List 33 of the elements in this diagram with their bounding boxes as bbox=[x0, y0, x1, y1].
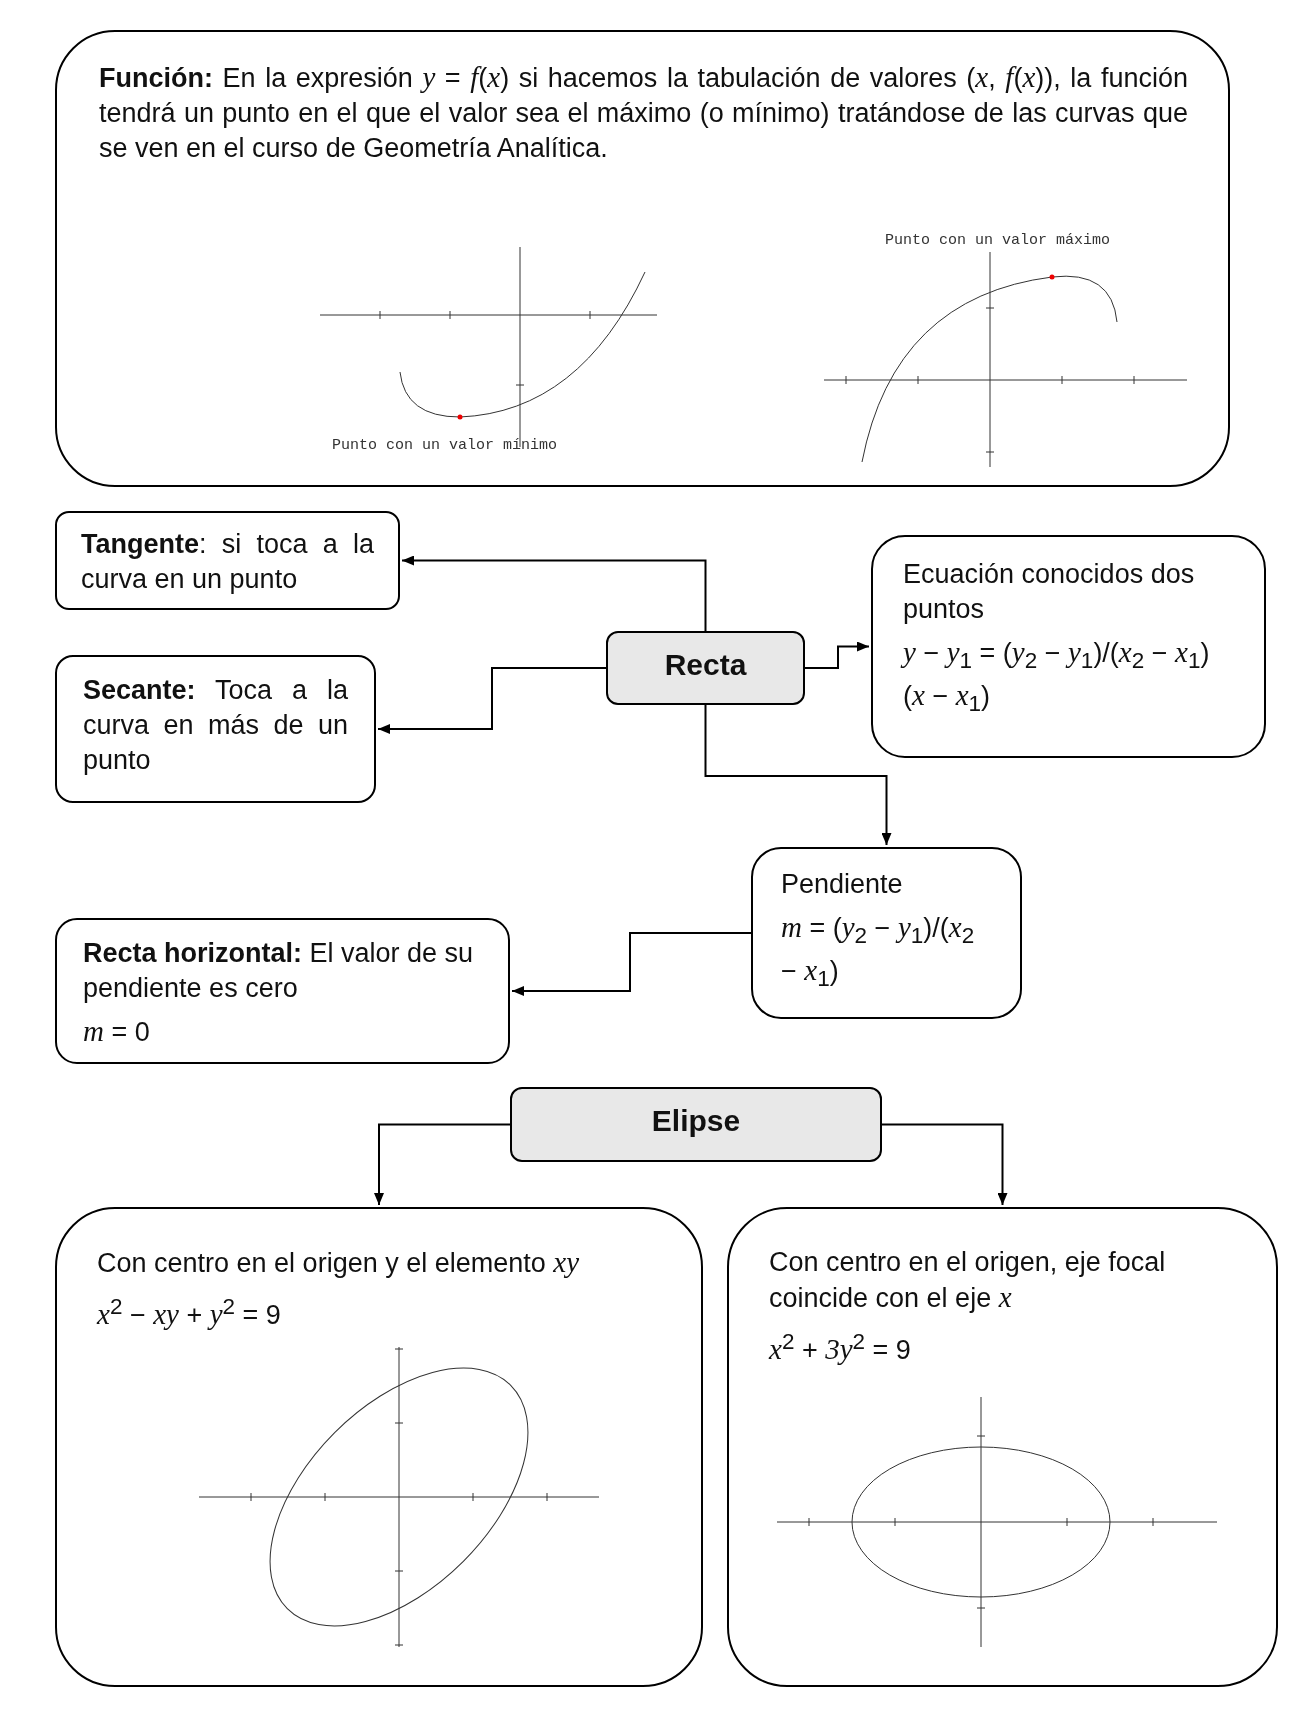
rounded-box bbox=[55, 1207, 703, 1687]
plot-caption: Punto con un valor mínimo bbox=[332, 437, 558, 454]
formula: x$^{2}$ + 3y$^{2}$ = 9 bbox=[769, 1328, 912, 1367]
description-text: Con centro en el origen, eje focal coincide con el eje x bbox=[769, 1246, 1167, 1315]
rounded-box bbox=[751, 847, 1022, 1019]
arrow bbox=[401, 555, 707, 632]
process-box bbox=[510, 1087, 882, 1162]
description-text: Pendiente bbox=[781, 868, 904, 901]
arrow bbox=[374, 1123, 511, 1206]
description-text: Secante: Toca a la curva en más de un punto bbox=[83, 674, 348, 777]
box-title: Elipse bbox=[650, 1103, 742, 1138]
rounded-box bbox=[55, 655, 376, 803]
arrow bbox=[804, 641, 870, 669]
formula: x$^{2}$ − xy + y$^{2}$ = 9 bbox=[97, 1293, 282, 1332]
description-text: Recta horizontal: El valor de su pendiente es cero bbox=[83, 937, 475, 1005]
rounded-box bbox=[55, 511, 400, 610]
box-title: Recta bbox=[663, 647, 748, 682]
formula: m = 0 bbox=[83, 1014, 151, 1049]
rounded-box bbox=[727, 1207, 1278, 1687]
rounded-box bbox=[55, 918, 510, 1064]
rounded-box bbox=[55, 30, 1230, 487]
arrow bbox=[511, 932, 752, 996]
formula: m = (y$_{2}$ − y$_{1}$)/(x$_{2}$ − x$_{1}$) bbox=[781, 910, 976, 994]
description-text: Con centro en el origen y el elemento xy bbox=[97, 1245, 581, 1280]
process-box bbox=[606, 631, 805, 705]
description-text: Tangente: si toca a la curva en un punto bbox=[81, 528, 374, 596]
arrow bbox=[881, 1123, 1008, 1206]
arrow bbox=[704, 704, 892, 846]
plot-caption: Punto con un valor máximo bbox=[885, 232, 1111, 249]
rounded-box bbox=[871, 535, 1266, 758]
arrow bbox=[377, 667, 607, 734]
description-text: Función: En la expresión y = f(x) si hacemos la tabulación de valores (x, f(x)), la función tendrá un punto en el que el valor sea el máximo (o mínimo) tratándose de las curvas que se ven en el curso de Geometría Analítica. bbox=[99, 60, 1188, 165]
description-text: Ecuación conocidos dos puntos bbox=[903, 558, 1196, 626]
